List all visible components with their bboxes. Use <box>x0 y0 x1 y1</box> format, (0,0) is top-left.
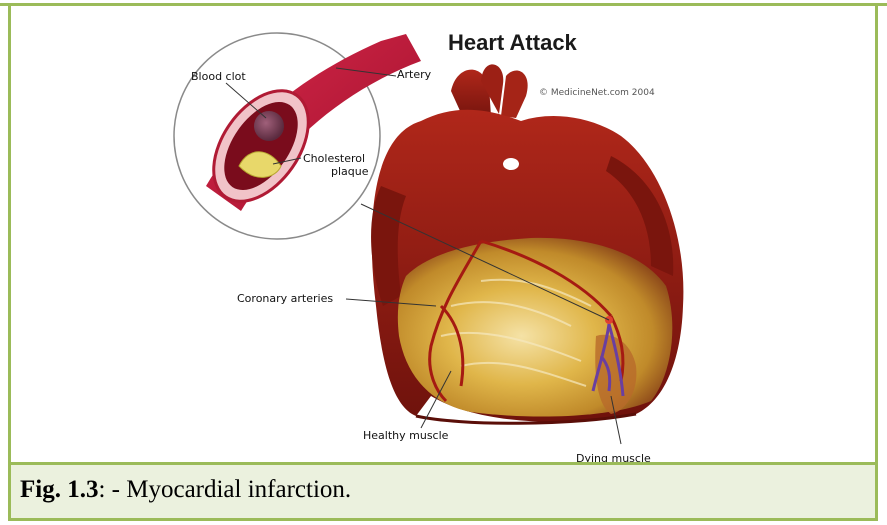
caption-text: : - Myocardial infarction. <box>98 476 351 503</box>
vessel-branch-2 <box>501 70 528 118</box>
figure-caption: Fig. 1.3: - Myocardial infarction. <box>20 476 351 504</box>
label-dying-muscle: Dying muscle <box>576 452 651 462</box>
heart <box>371 64 683 423</box>
label-healthy-muscle: Healthy muscle <box>363 429 449 442</box>
label-cholesterol-line1: Cholesterol <box>303 152 365 165</box>
figure-number: Fig. 1.3 <box>20 476 98 503</box>
label-blood-clot: Blood clot <box>191 70 246 83</box>
label-coronary-arteries: Coronary arteries <box>237 292 333 305</box>
vessel-opening <box>503 158 519 170</box>
copyright-notice: © MedicineNet.com 2004 <box>539 88 655 98</box>
label-cholesterol-line2: plaque <box>331 165 369 178</box>
label-artery: Artery <box>397 68 432 81</box>
diagram-title: Heart Attack <box>448 30 578 55</box>
heart-attack-illustration: Heart Attack © MedicineNet.com 2004 Bloo… <box>11 6 875 462</box>
blood-clot <box>254 111 284 141</box>
frame-border-bottom <box>8 518 878 521</box>
frame-border-right <box>875 3 878 521</box>
